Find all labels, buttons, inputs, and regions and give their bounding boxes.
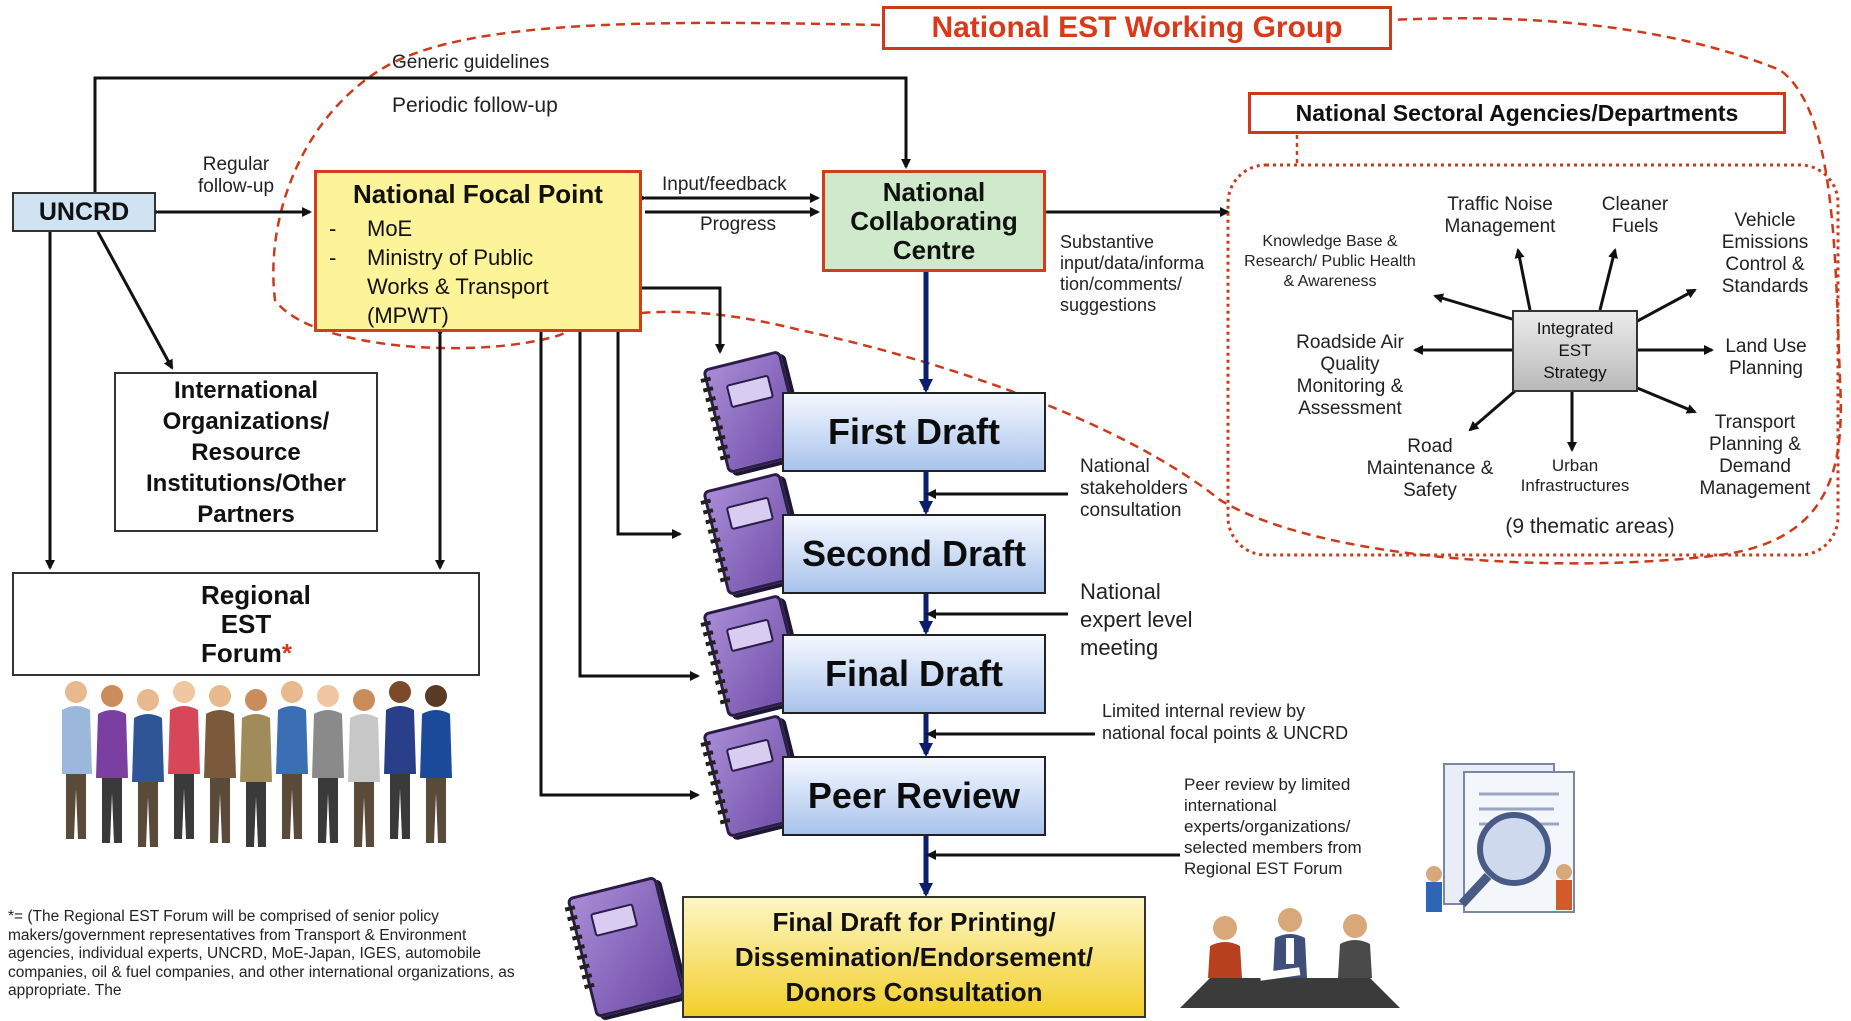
- thematic-urban: Urban Infrastructures: [1520, 456, 1630, 495]
- thematic-area-box: [1226, 163, 1840, 557]
- final-draft-label: Final Draft: [824, 653, 1003, 694]
- periodic-followup-label: Periodic follow-up: [392, 94, 558, 117]
- person-figure: [276, 681, 308, 839]
- substantive-label: Substantive input/data/informa tion/comm…: [1060, 232, 1205, 315]
- thematic-caption: (9 thematic areas): [1505, 515, 1675, 538]
- working-group-label: National EST Working Group: [931, 11, 1343, 44]
- internal-review-label: Limited internal review by national foca…: [1102, 701, 1349, 743]
- focal-first-draft-line: [640, 286, 725, 354]
- uncrd-box: UNCRD: [12, 192, 156, 232]
- focal-point-list: -MoE -Ministry of Public Works & Transpo…: [329, 214, 577, 330]
- footnote: *= (The Regional EST Forum will be compr…: [8, 908, 515, 999]
- person-figure: [132, 689, 164, 847]
- focal-final-draft-line: [578, 332, 700, 681]
- focal-second-draft-line: [616, 332, 682, 539]
- thematic-knowledge: Knowledge Base & Research/ Public Health…: [1244, 233, 1416, 290]
- second-draft-label: Second Draft: [801, 533, 1027, 574]
- printing-label: Final Draft for Printing/ Dissemination/…: [734, 906, 1094, 1007]
- thematic-noise: Traffic Noise Management: [1444, 194, 1556, 237]
- first-draft-box: First Draft: [782, 392, 1046, 472]
- progress-label: Progress: [700, 214, 777, 235]
- people-group-illustration: [62, 681, 452, 847]
- first-draft-label: First Draft: [827, 411, 1001, 452]
- integrated-strategy-box: Integrated EST Strategy: [1512, 310, 1638, 392]
- person-figure: [204, 685, 236, 843]
- meeting-illustration: [1180, 908, 1400, 1008]
- person-figure: [240, 689, 272, 847]
- generic-guidelines-label: Generic guidelines: [392, 52, 550, 73]
- expert-meeting-label: National expert level meeting: [1080, 579, 1193, 660]
- sectoral-agencies-label: National Sectoral Agencies/Departments: [1295, 99, 1739, 126]
- thematic-transport-planning: Transport Planning & Demand Management: [1699, 412, 1811, 499]
- peer-review-by-label: Peer review by limited international exp…: [1184, 775, 1362, 878]
- final-draft-box: Final Draft: [782, 634, 1046, 714]
- thematic-air-quality: Roadside Air Quality Monitoring & Assess…: [1296, 332, 1404, 419]
- regional-forum-label: Regional EST Forum*: [201, 579, 311, 668]
- periodic-followup-line: [93, 76, 911, 198]
- thematic-land-use: Land Use Planning: [1725, 336, 1807, 379]
- person-figure: [62, 681, 92, 839]
- focal-item-moe: -MoE: [329, 216, 413, 241]
- thematic-emissions: Vehicle Emissions Control & Standards: [1721, 210, 1809, 297]
- stakeholders-label: National stakeholders consultation: [1080, 456, 1188, 521]
- thematic-fuels: Cleaner Fuels: [1601, 194, 1669, 237]
- printing-box: Final Draft for Printing/ Dissemination/…: [682, 896, 1146, 1018]
- second-draft-box: Second Draft: [782, 514, 1046, 594]
- regular-followup-label: Regular follow-up: [197, 154, 275, 197]
- collaborating-centre-label: National Collaborating Centre: [850, 176, 1018, 265]
- uncrd-intl-arrow: [89, 222, 174, 370]
- uncrd-label: UNCRD: [38, 197, 130, 226]
- person-figure: [384, 681, 416, 839]
- person-figure: [168, 681, 200, 839]
- working-group-title: National EST Working Group: [882, 6, 1392, 50]
- forum-asterisk: *: [281, 637, 293, 668]
- focal-item-mpwt: -Ministry of Public Works & Transport (M…: [329, 245, 549, 328]
- thematic-road-safety: Road Maintenance & Safety: [1366, 436, 1494, 501]
- thematic-arrows: [1413, 248, 1714, 452]
- person-figure: [312, 685, 344, 843]
- integrated-strategy-label: Integrated EST Strategy: [1536, 319, 1614, 382]
- person-figure: [96, 685, 128, 843]
- collaborating-centre-box: National Collaborating Centre: [822, 170, 1046, 272]
- regional-forum-box: Regional EST Forum*: [12, 572, 480, 676]
- peer-review-label: Peer Review: [807, 775, 1021, 816]
- intl-orgs-box: International Organizations/ Resource In…: [114, 372, 378, 532]
- focal-point-title: National Focal Point: [353, 179, 603, 209]
- person-figure: [348, 689, 380, 847]
- focal-peer-review-line: [539, 332, 700, 800]
- magnifier-people-illustration: [1426, 763, 1575, 913]
- person-figure: [420, 685, 452, 843]
- sectoral-agencies-box: National Sectoral Agencies/Departments: [1248, 92, 1786, 134]
- peer-review-box: Peer Review: [782, 756, 1046, 836]
- input-feedback-label: Input/feedback: [662, 174, 787, 195]
- working-group-boundary: [272, 17, 1843, 565]
- intl-orgs-label: International Organizations/ Resource In…: [146, 376, 346, 528]
- focal-point-box: National Focal Point -MoE -Ministry of P…: [314, 170, 642, 332]
